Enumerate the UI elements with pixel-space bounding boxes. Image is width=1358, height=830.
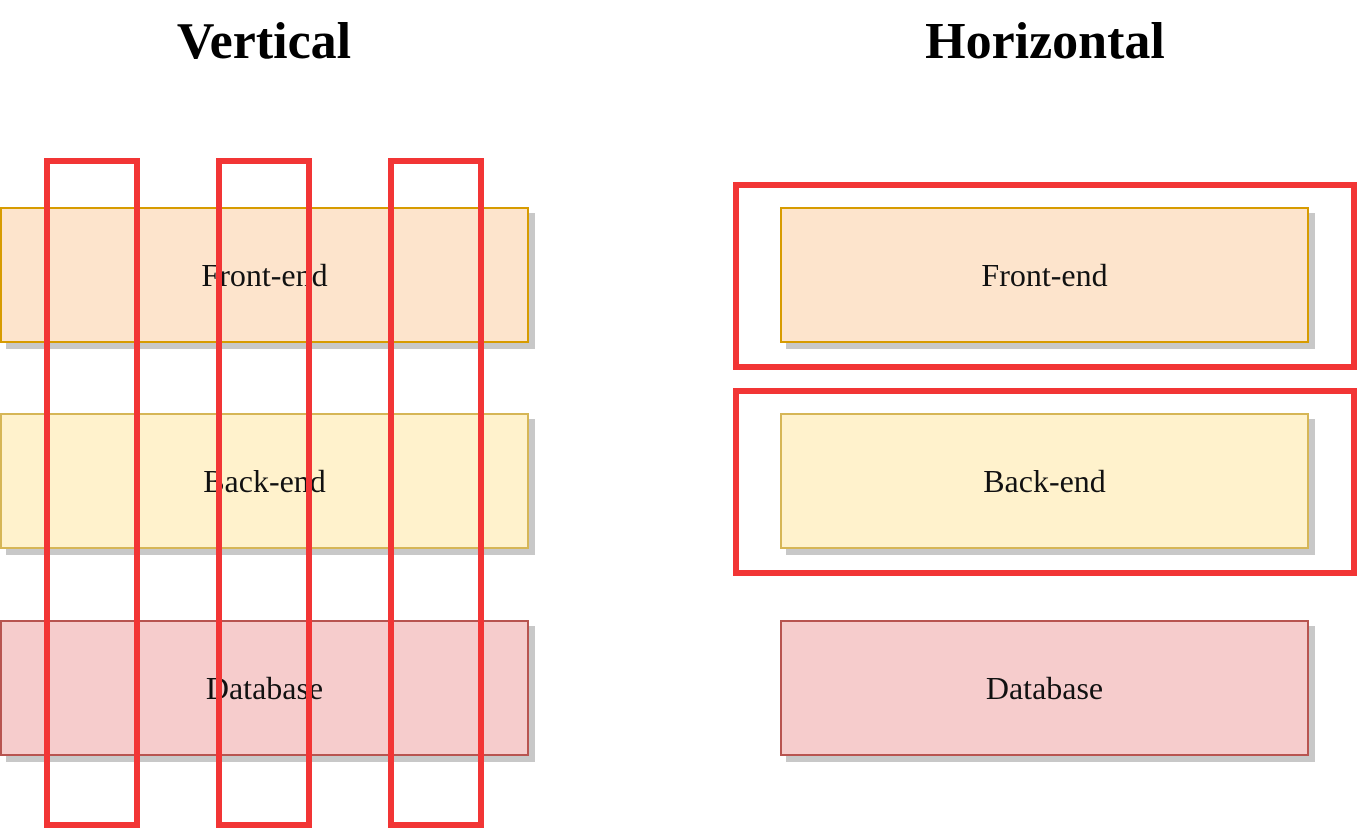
horizontal-slice-2 bbox=[733, 388, 1357, 576]
horizontal-front-end-layer: Front-end bbox=[780, 207, 1309, 343]
vertical-front-end-layer: Front-end bbox=[0, 207, 529, 343]
vertical-slice-1 bbox=[44, 158, 140, 828]
vertical-title: Vertical bbox=[176, 13, 352, 70]
horizontal-database-layer: Database bbox=[780, 620, 1309, 756]
vertical-database-label: Database bbox=[205, 669, 324, 706]
horizontal-title: Horizontal bbox=[925, 13, 1165, 70]
vertical-back-end-layer: Back-end bbox=[0, 413, 529, 549]
vertical-slice-3 bbox=[388, 158, 484, 828]
horizontal-database-label: Database bbox=[985, 669, 1104, 706]
vertical-slice-2 bbox=[216, 158, 312, 828]
horizontal-slice-1 bbox=[733, 182, 1357, 370]
horizontal-back-end-layer: Back-end bbox=[780, 413, 1309, 549]
horizontal-back-end-label: Back-end bbox=[983, 462, 1106, 499]
vertical-database-layer: Database bbox=[0, 620, 529, 756]
vertical-back-end-label: Back-end bbox=[203, 462, 326, 499]
horizontal-front-end-label: Front-end bbox=[981, 256, 1108, 293]
